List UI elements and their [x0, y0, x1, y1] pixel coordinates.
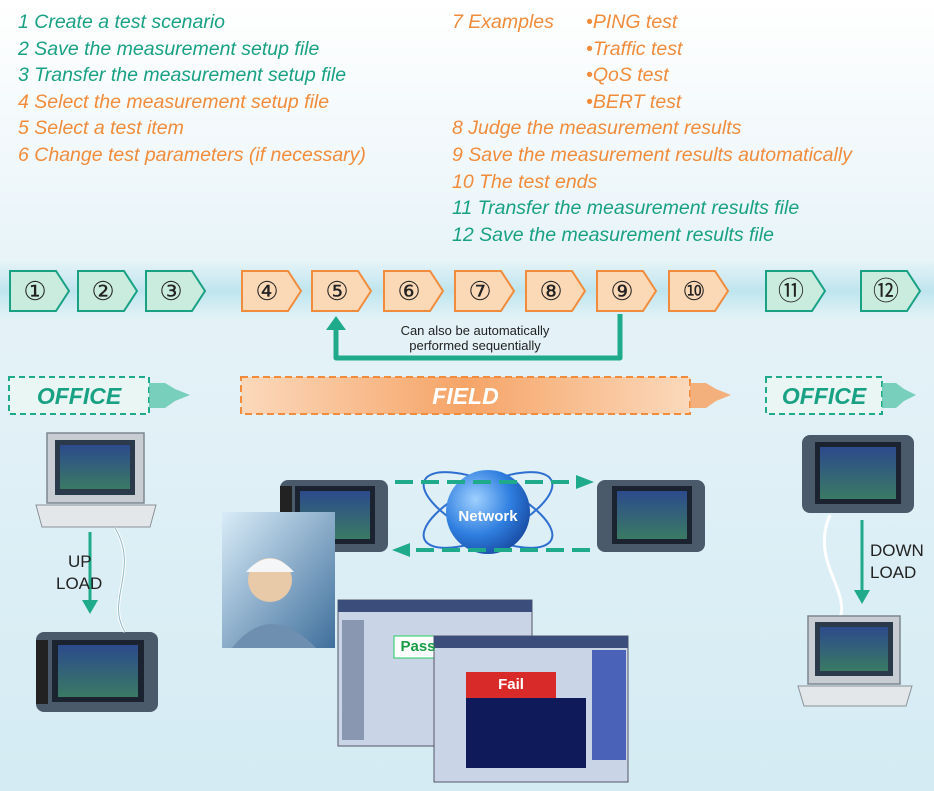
example-ping: •PING test [586, 11, 678, 33]
office-right-box [765, 376, 883, 415]
example-traffic: •Traffic test [586, 37, 683, 60]
chevron-label: ⑧ [539, 276, 563, 306]
example-bert: •BERT test [586, 90, 682, 113]
flow-arrow-right-head [576, 475, 594, 489]
chevron-label: ⑥ [397, 276, 421, 306]
chevron-step-9: ⑨ [596, 270, 658, 312]
chevron-shape [860, 270, 922, 312]
chevron-step-3: ③ [145, 270, 207, 312]
chevron-shape [668, 270, 730, 312]
chevron-shape [311, 270, 373, 312]
chevron-step-1: ① [9, 270, 71, 312]
step-12: 12 Save the measurement results file [452, 223, 774, 246]
chevron-label: ② [91, 276, 115, 306]
zone-office-right-label: OFFICE [781, 383, 867, 409]
step-4: 4 Select the measurement setup file [18, 90, 330, 113]
upload-label-line2: LOAD [56, 574, 103, 593]
chevron-step-11: ⑪ [765, 270, 827, 312]
chevron-shape [77, 270, 139, 312]
cable-left-edge [114, 527, 126, 633]
chevron-shape [9, 270, 71, 312]
step-1: 1 Create a test scenario [18, 11, 226, 33]
zone-office-left: OFFICE [9, 377, 149, 415]
tester-field-right-icon [597, 480, 705, 552]
field-box [240, 376, 691, 415]
laptop-left-icon [35, 432, 157, 528]
example-qos: •QoS test [586, 64, 669, 87]
chevron-step-10: ⑩ [668, 270, 730, 312]
download-label-line2: LOAD [870, 563, 917, 582]
step-11: 11 Transfer the measurement results file [452, 197, 800, 220]
chevron-step-12: ⑫ [860, 270, 922, 312]
tester-right-icon [802, 435, 914, 513]
chevron-shape [765, 270, 827, 312]
office-right-tail [882, 383, 916, 408]
field-tail [690, 383, 731, 408]
loop-caption-line2: performed sequentially [409, 338, 541, 353]
chevron-label: ⑦ [468, 276, 492, 306]
upload-label: UP LOAD [56, 551, 102, 595]
chevron-label: ① [23, 276, 47, 306]
zone-field-label: FIELD [432, 383, 499, 409]
chevron-step-7: ⑦ [454, 270, 516, 312]
chevron-shape [241, 270, 303, 312]
chevron-step-6: ⑥ [383, 270, 445, 312]
result-screen-fail [433, 635, 629, 783]
chevron-shape [525, 270, 587, 312]
chevron-shape [383, 270, 445, 312]
step-3: 3 Transfer the measurement setup file [18, 64, 347, 87]
download-arrow-head [854, 590, 870, 604]
steps-list-right: 7 Examples 8 Judge the measurement resul… [452, 9, 852, 248]
download-label: DOWN LOAD [870, 540, 924, 584]
cable-left [113, 527, 127, 633]
chevron-label: ③ [159, 276, 183, 306]
fail-label: Fail [498, 676, 524, 693]
chevron-label: ④ [255, 276, 279, 306]
pass-label: Pass [400, 638, 436, 655]
chevron-step-8: ⑧ [525, 270, 587, 312]
loop-arrow-line [333, 314, 623, 361]
chevron-step-2: ② [77, 270, 139, 312]
flow-arrow-left-head [392, 543, 410, 557]
chevron-shape [596, 270, 658, 312]
zone-office-left-label: OFFICE [36, 383, 122, 409]
tester-left-icon [36, 632, 158, 712]
cable-right [822, 514, 844, 619]
chevron-step-5: ⑤ [311, 270, 373, 312]
step-9: 9 Save the measurement results automatic… [452, 143, 852, 166]
step-6: 6 Change test parameters (if necessary) [18, 143, 366, 166]
steps-list-left: 1 Create a test scenario 2 Save the meas… [18, 9, 366, 169]
chevron-shape [454, 270, 516, 312]
download-label-line1: DOWN [870, 541, 924, 560]
chevron-label: ⑤ [325, 276, 349, 306]
step-7: 7 Examples [452, 11, 554, 33]
chevron-step-4: ④ [241, 270, 303, 312]
upload-label-line1: UP [68, 552, 92, 571]
zone-field: FIELD [241, 377, 690, 415]
chevron-label: ⑨ [610, 276, 634, 306]
office-left-box [8, 376, 150, 415]
chevron-shape [145, 270, 207, 312]
step-8: 8 Judge the measurement results [452, 117, 742, 140]
field-worker-photo [222, 512, 335, 648]
chevron-label: ⑪ [777, 276, 804, 306]
step-5: 5 Select a test item [18, 117, 184, 140]
step-10: 10 The test ends [452, 170, 598, 193]
chevron-label: ⑩ [682, 276, 706, 306]
step-2: 2 Save the measurement setup file [18, 37, 320, 60]
chevron-label: ⑫ [872, 276, 899, 306]
office-left-tail [149, 383, 190, 408]
network-label: Network [458, 508, 518, 525]
zone-office-right: OFFICE [766, 377, 882, 415]
upload-arrow-head [82, 600, 98, 614]
loop-caption: Can also be automatically performed sequ… [380, 323, 570, 353]
laptop-right-icon [797, 615, 913, 707]
loop-arrow-head [326, 316, 346, 330]
examples-list: •PING test •Traffic test •QoS test •BERT… [586, 9, 682, 115]
loop-caption-line1: Can also be automatically [400, 323, 550, 338]
